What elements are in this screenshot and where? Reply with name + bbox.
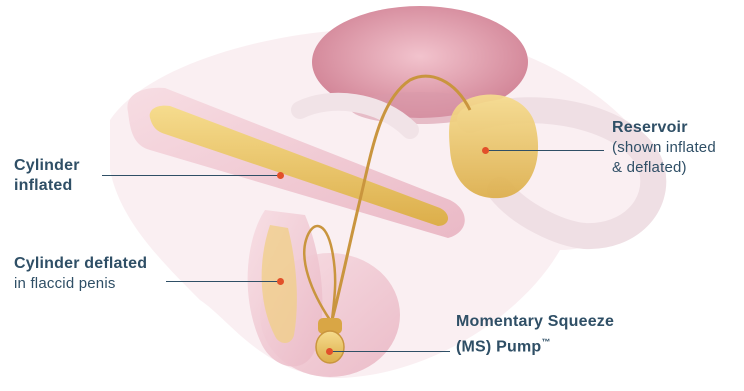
trademark-symbol: ™	[541, 337, 550, 347]
marker-cylinder-inflated	[277, 172, 284, 179]
label-reservoir-sub2: & deflated)	[612, 158, 716, 178]
leader-cylinder-deflated	[166, 281, 280, 282]
label-cylinder-inflated-line2: inflated	[14, 176, 80, 196]
label-reservoir-sub1: (shown inflated	[612, 138, 716, 158]
label-pump-line2-wrap: (MS) Pump™	[456, 332, 614, 357]
label-cylinder-deflated-sub: in flaccid penis	[14, 274, 147, 294]
marker-cylinder-deflated	[277, 278, 284, 285]
leader-reservoir	[486, 150, 604, 151]
pump-shape	[316, 318, 344, 363]
label-cylinder-deflated: Cylinder deflated in flaccid penis	[14, 254, 147, 294]
marker-pump	[326, 348, 333, 355]
leader-cylinder-inflated	[102, 175, 280, 176]
reservoir-shape	[449, 94, 538, 198]
label-reservoir-title: Reservoir	[612, 118, 716, 138]
leader-pump	[330, 351, 450, 352]
label-reservoir: Reservoir (shown inflated & deflated)	[612, 118, 716, 178]
label-pump: Momentary Squeeze (MS) Pump™	[456, 312, 614, 357]
label-cylinder-inflated: Cylinder inflated	[14, 156, 80, 196]
label-pump-line1: Momentary Squeeze	[456, 312, 614, 332]
label-cylinder-inflated-line1: Cylinder	[14, 156, 80, 176]
marker-reservoir	[482, 147, 489, 154]
label-cylinder-deflated-title: Cylinder deflated	[14, 254, 147, 274]
label-pump-line2: (MS) Pump	[456, 338, 541, 355]
